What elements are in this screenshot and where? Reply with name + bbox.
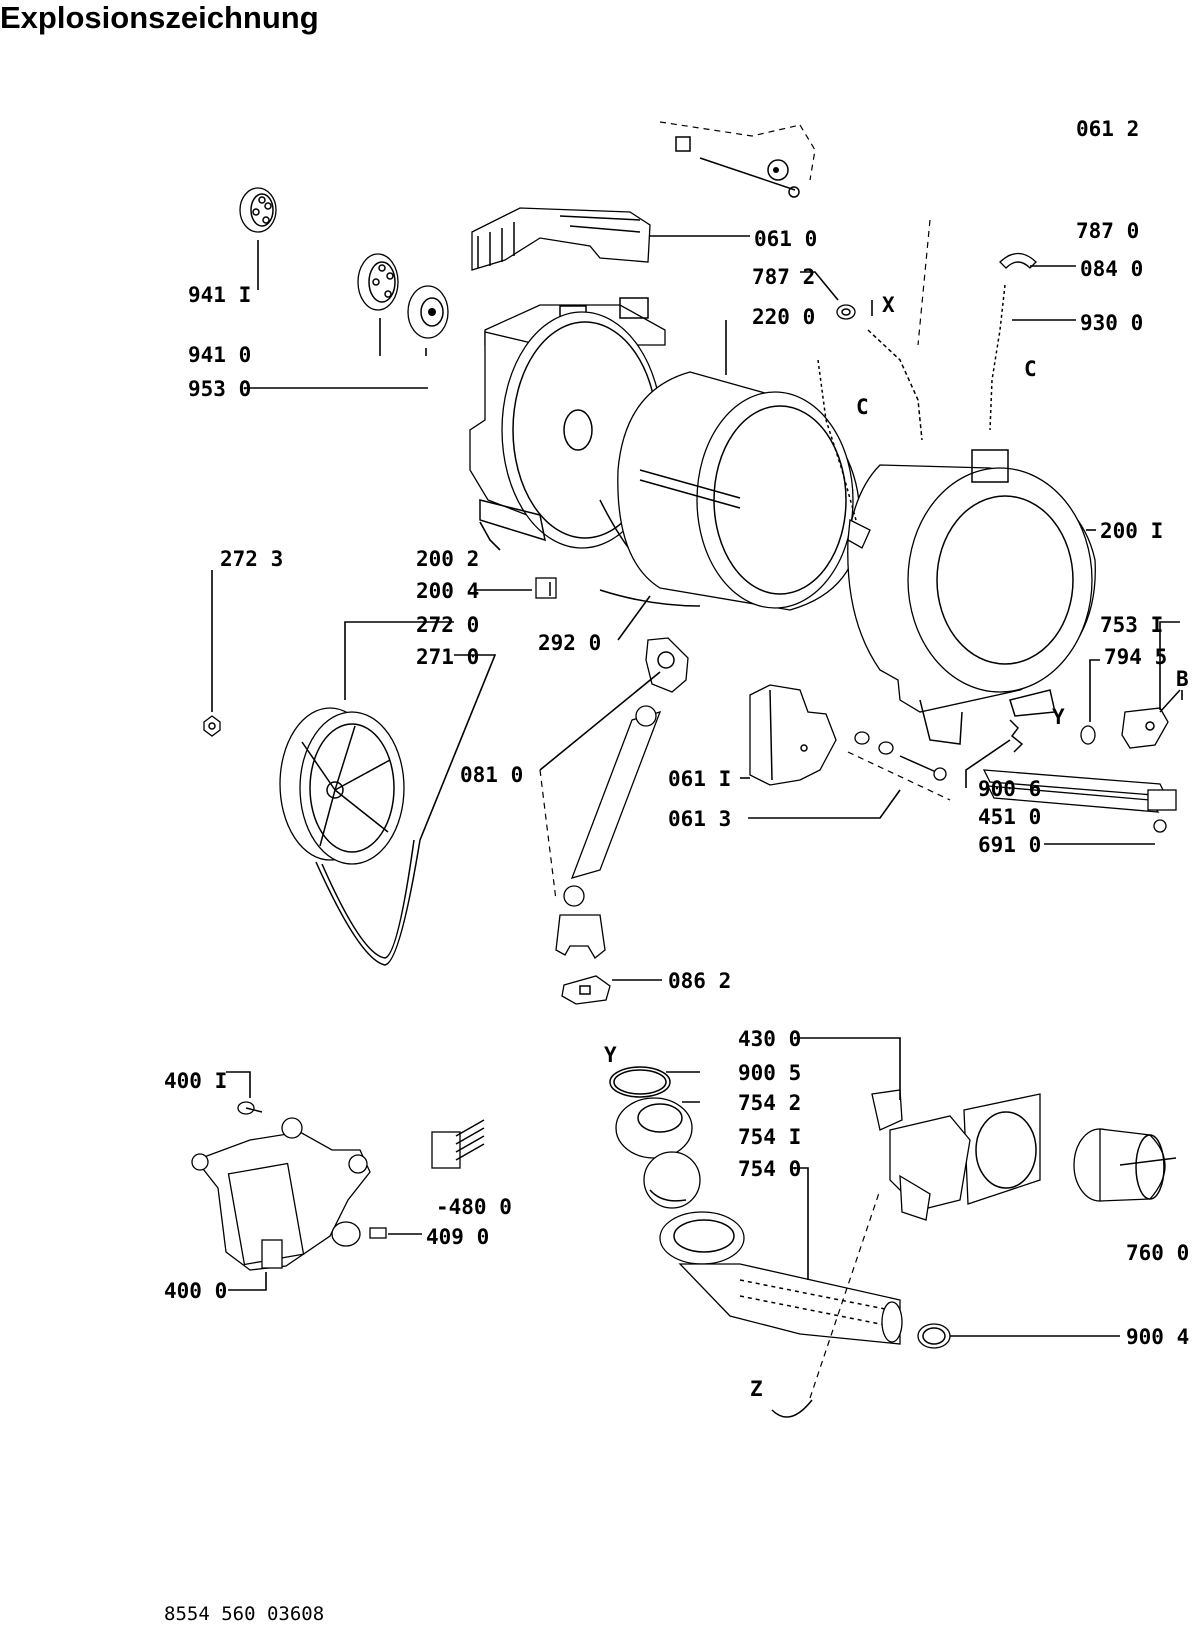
part-seal-7542 — [615, 1097, 693, 1159]
label-2720: 272 0 — [416, 613, 479, 637]
part-motor-4000 — [191, 1117, 371, 1271]
label-7872: 787 2 — [752, 265, 815, 289]
part-weight-0611 — [749, 684, 837, 786]
label-9410: 941 0 — [188, 343, 251, 367]
label-2200: 220 0 — [752, 305, 815, 329]
part-screw-4001 — [237, 1101, 263, 1115]
label-4510: 451 0 — [978, 805, 1041, 829]
label-2723: 272 3 — [220, 547, 283, 571]
part-counterweight-0610 — [471, 207, 651, 271]
part-hose-x — [867, 219, 931, 441]
label-z: Z — [750, 1377, 763, 1401]
part-shock-absorber-0810 — [555, 637, 689, 959]
part-bearing-9411 — [239, 187, 277, 233]
part-clip-0862 — [561, 975, 611, 1005]
label-9004: 900 4 — [1126, 1325, 1189, 1349]
label-0611: 061 I — [668, 767, 731, 791]
part-ring-9005 — [609, 1066, 671, 1098]
label-4090: 409 0 — [426, 1225, 489, 1249]
label-y-upper: Y — [1052, 705, 1065, 729]
part-filter-7600 — [1073, 1128, 1177, 1202]
label-0613: 061 3 — [668, 807, 731, 831]
label-4001: 400 I — [164, 1069, 227, 1093]
part-heater-4510 — [982, 769, 1177, 813]
part-nut-6910 — [1153, 819, 1167, 833]
part-pulley-2720 — [279, 707, 405, 865]
label-7542: 754 2 — [738, 1091, 801, 1115]
part-clamp-9004 — [917, 1323, 951, 1349]
label-2004: 200 4 — [416, 579, 479, 603]
label-0610: 061 0 — [754, 227, 817, 251]
part-brushes-4090 — [369, 1227, 387, 1239]
label-9411: 941 I — [188, 283, 251, 307]
part-hose-9300 — [989, 254, 1021, 431]
part-clip-2004 — [535, 577, 557, 599]
label-4800: -480 0 — [436, 1195, 512, 1219]
label-4300: 430 0 — [738, 1027, 801, 1051]
label-2001: 200 I — [1100, 519, 1163, 543]
label-2002: 200 2 — [416, 547, 479, 571]
document-number: 8554 560 03608 — [164, 1603, 324, 1625]
part-heater-sensor-7531 — [1121, 689, 1181, 749]
part-screws-0613 — [847, 731, 951, 801]
label-7531: 753 I — [1100, 613, 1163, 637]
part-hose-c — [817, 359, 871, 549]
part-bearing-9410 — [357, 253, 399, 311]
part-pump-4300 — [871, 1089, 1041, 1221]
part-bracket-0612 — [659, 121, 816, 198]
label-c-right: C — [1024, 357, 1037, 381]
part-belt-2710 — [315, 839, 421, 966]
part-hose-7540 — [659, 1211, 903, 1345]
part-hose-z — [771, 1399, 813, 1418]
label-7600: 760 0 — [1126, 1241, 1189, 1265]
part-clip-0840 — [999, 252, 1037, 269]
label-0810: 081 0 — [460, 763, 523, 787]
part-labels: 061 2 787 0 061 0 084 0 787 2 X 220 0 93… — [164, 117, 1189, 1401]
label-9300: 930 0 — [1080, 311, 1143, 335]
label-2920: 292 0 — [538, 631, 601, 655]
label-x: X — [882, 293, 895, 317]
label-b: B — [1176, 667, 1189, 691]
part-seal-9530 — [407, 285, 449, 339]
part-nut-2723 — [203, 715, 221, 737]
label-7870: 787 0 — [1076, 219, 1139, 243]
label-9005: 900 5 — [738, 1061, 801, 1085]
label-4000: 400 0 — [164, 1279, 227, 1303]
label-2710: 271 0 — [416, 645, 479, 669]
part-clamp-7872 — [836, 304, 856, 320]
label-0862: 086 2 — [668, 969, 731, 993]
part-ball-7541 — [643, 1151, 701, 1209]
label-7540: 754 0 — [738, 1157, 801, 1181]
label-9006: 900 6 — [978, 777, 1041, 801]
label-0612: 061 2 — [1076, 117, 1139, 141]
part-connector-4800 — [431, 1119, 485, 1169]
part-grommet-7945 — [1080, 725, 1096, 745]
label-7541: 754 I — [738, 1125, 801, 1149]
part-front-tub-2001 — [847, 449, 1096, 745]
label-6910: 691 0 — [978, 833, 1041, 857]
label-y-lower: Y — [604, 1043, 617, 1067]
label-c-middle: C — [856, 395, 869, 419]
label-9530: 953 0 — [188, 377, 251, 401]
page-title: Explosionszeichnung — [0, 0, 319, 35]
leader-lines — [211, 235, 1183, 1337]
label-0840: 084 0 — [1080, 257, 1143, 281]
part-drum-2200 — [599, 371, 861, 611]
part-clip-9006 — [1009, 719, 1024, 753]
label-7945: 794 5 — [1104, 645, 1167, 669]
